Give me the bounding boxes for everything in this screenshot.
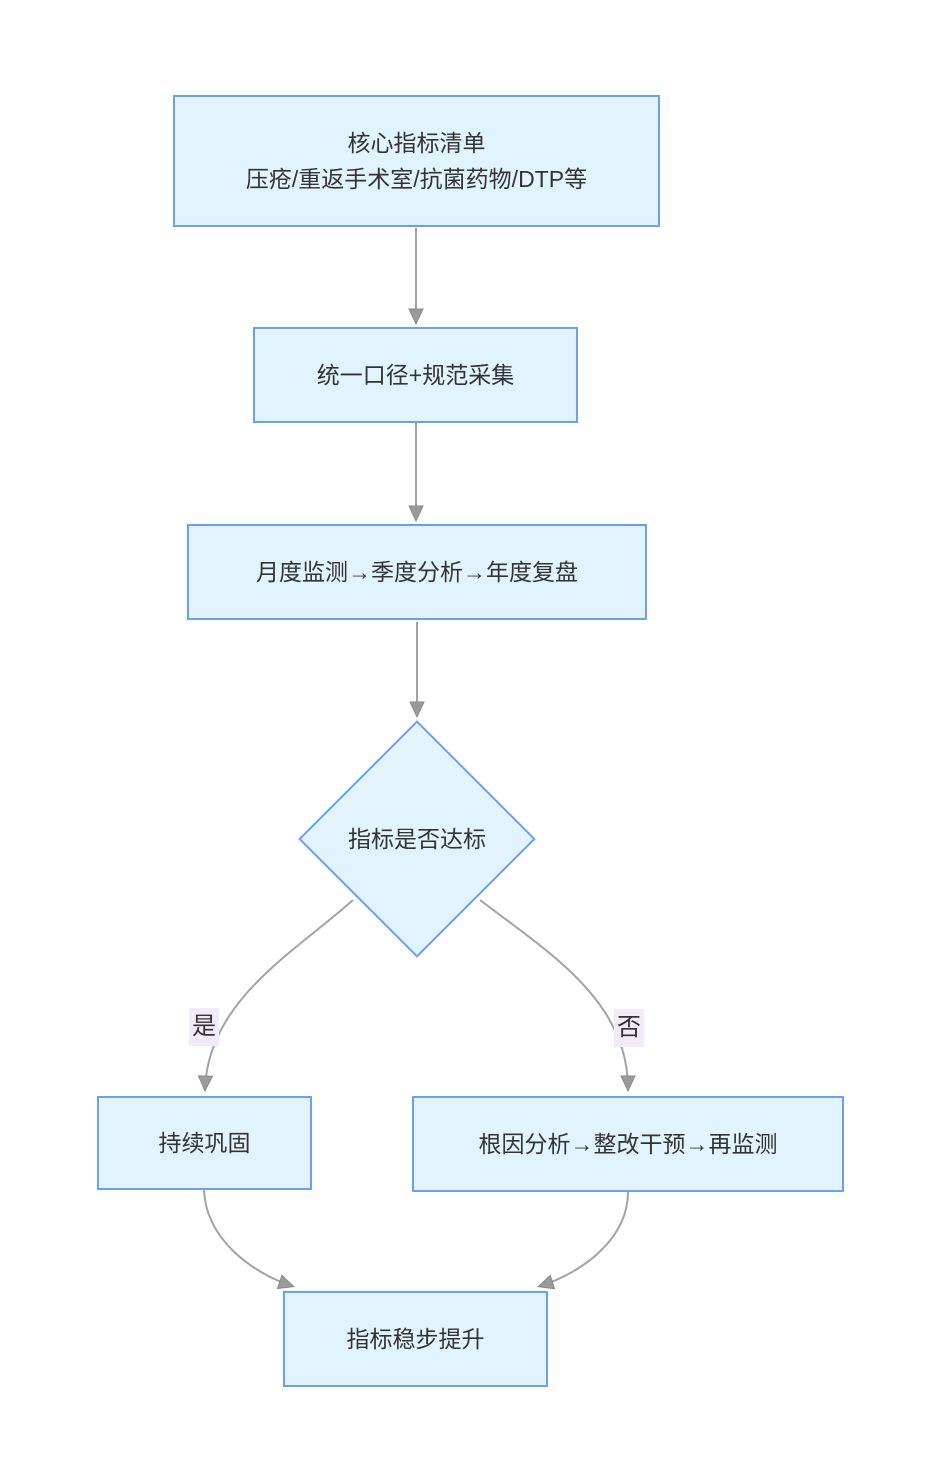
node-sustain-consolidate: 持续巩固	[97, 1096, 312, 1190]
node-core-indicator-list: 核心指标清单 压疮/重返手术室/抗菌药物/DTP等	[173, 95, 660, 227]
node-monitoring-cycle-label: 月度监测→季度分析→年度复盘	[256, 559, 578, 585]
node-root-cause-analysis: 根因分析→整改干预→再监测	[412, 1096, 844, 1192]
node-decision-target-met-label: 指标是否达标	[348, 826, 486, 852]
node-unified-caliber-collection-label: 统一口径+规范采集	[316, 362, 515, 388]
node-sustain-consolidate-label: 持续巩固	[158, 1130, 251, 1156]
edge-label-no: 否	[614, 1009, 644, 1047]
edge-label-yes: 是	[189, 1008, 219, 1046]
node-root-cause-analysis-label: 根因分析→整改干预→再监测	[478, 1131, 778, 1157]
edge-decision-no-to-root-cause	[479, 899, 636, 1093]
edge-decision-yes-to-sustain	[197, 899, 354, 1093]
node-core-indicator-list-line1: 核心指标清单	[347, 130, 486, 156]
node-steady-improvement-label: 指标稳步提升	[346, 1326, 485, 1352]
node-steady-improvement: 指标稳步提升	[283, 1291, 548, 1387]
node-core-indicator-list-line2: 压疮/重返手术室/抗菌药物/DTP等	[245, 166, 588, 192]
node-unified-caliber-collection: 统一口径+规范采集	[253, 327, 578, 423]
edge-root-cause-to-improve	[536, 1191, 629, 1290]
edge-sustain-to-improve	[203, 1189, 296, 1290]
node-monitoring-cycle: 月度监测→季度分析→年度复盘	[187, 524, 647, 620]
